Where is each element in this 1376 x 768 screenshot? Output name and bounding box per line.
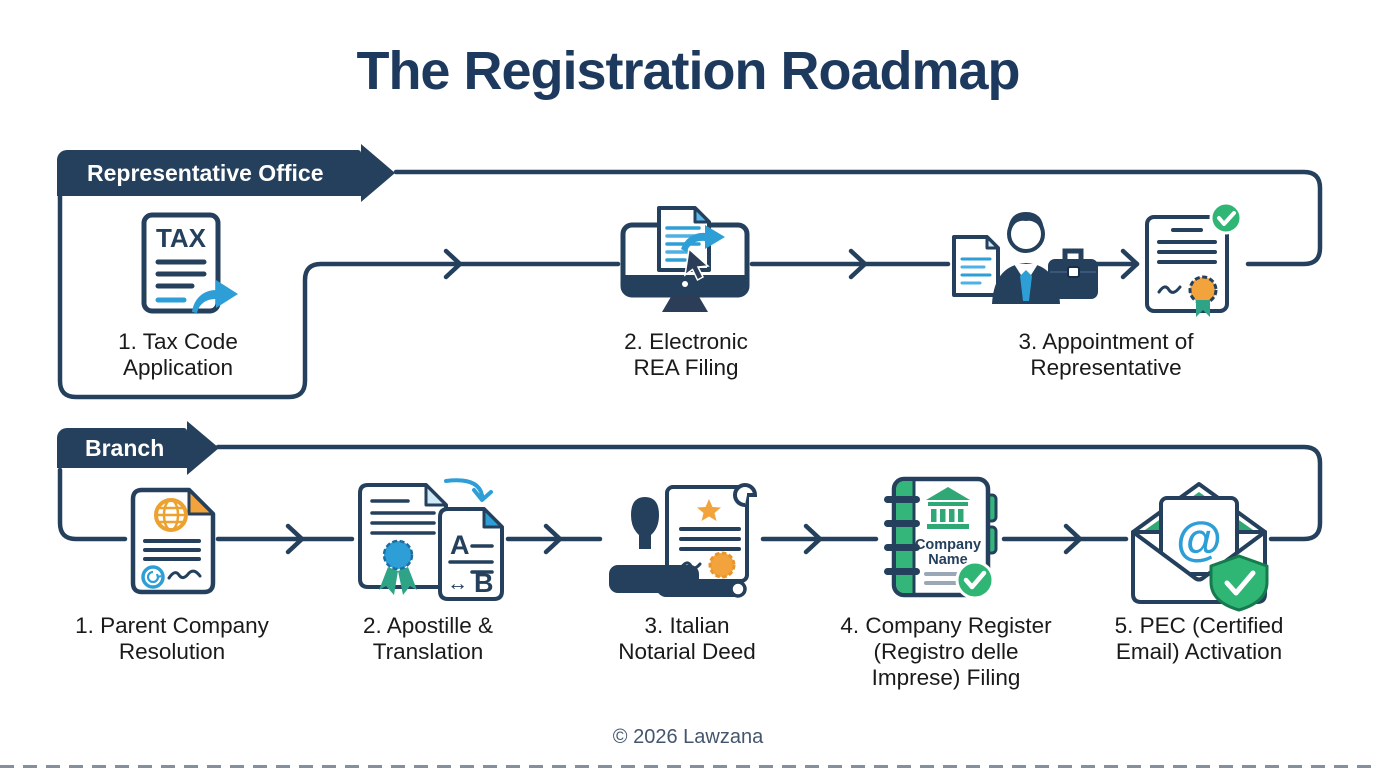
track-banner-label: Branch: [85, 434, 165, 461]
at-sign-label: @: [1176, 512, 1222, 565]
bottom-edge-trim: [0, 765, 1376, 768]
copyright-text: © 2026 Lawzana: [612, 726, 764, 748]
track-banner-label: Representative Office: [87, 159, 324, 186]
translation-a-label: A: [450, 530, 470, 560]
track-banner-representative-office: Representative Office: [57, 144, 395, 202]
step-label-italian-notarial-deed: 3. Italian Notarial Deed: [618, 613, 756, 664]
company-name-line1: Company: [915, 537, 981, 553]
certificate-approved-icon: [1145, 203, 1243, 317]
step-label-appointment-of-representative: 3. Appointment of Representative: [1018, 329, 1194, 380]
step-label-tax-code-application: 1. Tax Code Application: [118, 329, 238, 380]
company-name-line2: Name: [928, 552, 968, 568]
track-banner-branch: Branch: [57, 421, 219, 475]
step-label-parent-company-resolution: 1. Parent Company Resolution: [75, 613, 269, 664]
tax-label: TAX: [156, 223, 207, 253]
global-document-icon: [130, 487, 216, 595]
representative-briefcase-icon: [952, 212, 1098, 304]
banner-arrow-tip: [361, 144, 395, 202]
certified-email-icon: @: [1131, 482, 1269, 612]
monitor-filing-icon: [620, 206, 750, 312]
step-label-electronic-rea-filing: 2. Electronic REA Filing: [624, 329, 748, 380]
translation-b-label: B: [474, 568, 494, 598]
company-register-icon: Company Name: [884, 476, 998, 600]
translation-arrows-label: ↔: [447, 572, 468, 595]
step-label-apostille-translation: 2. Apostille & Translation: [362, 613, 494, 664]
apostille-translation-icon: A ↔ B: [358, 478, 504, 601]
banner-arrow-tip: [187, 421, 219, 475]
step-label-pec-activation: 5. PEC (Certified Email) Activation: [1114, 613, 1284, 664]
stamp-scroll-icon: [609, 483, 758, 598]
tax-document-icon: TAX: [141, 212, 238, 314]
step-label-company-register-filing: 4. Company Register (Registro delle Impr…: [840, 613, 1052, 690]
page-title: The Registration Roadmap: [356, 41, 1020, 101]
